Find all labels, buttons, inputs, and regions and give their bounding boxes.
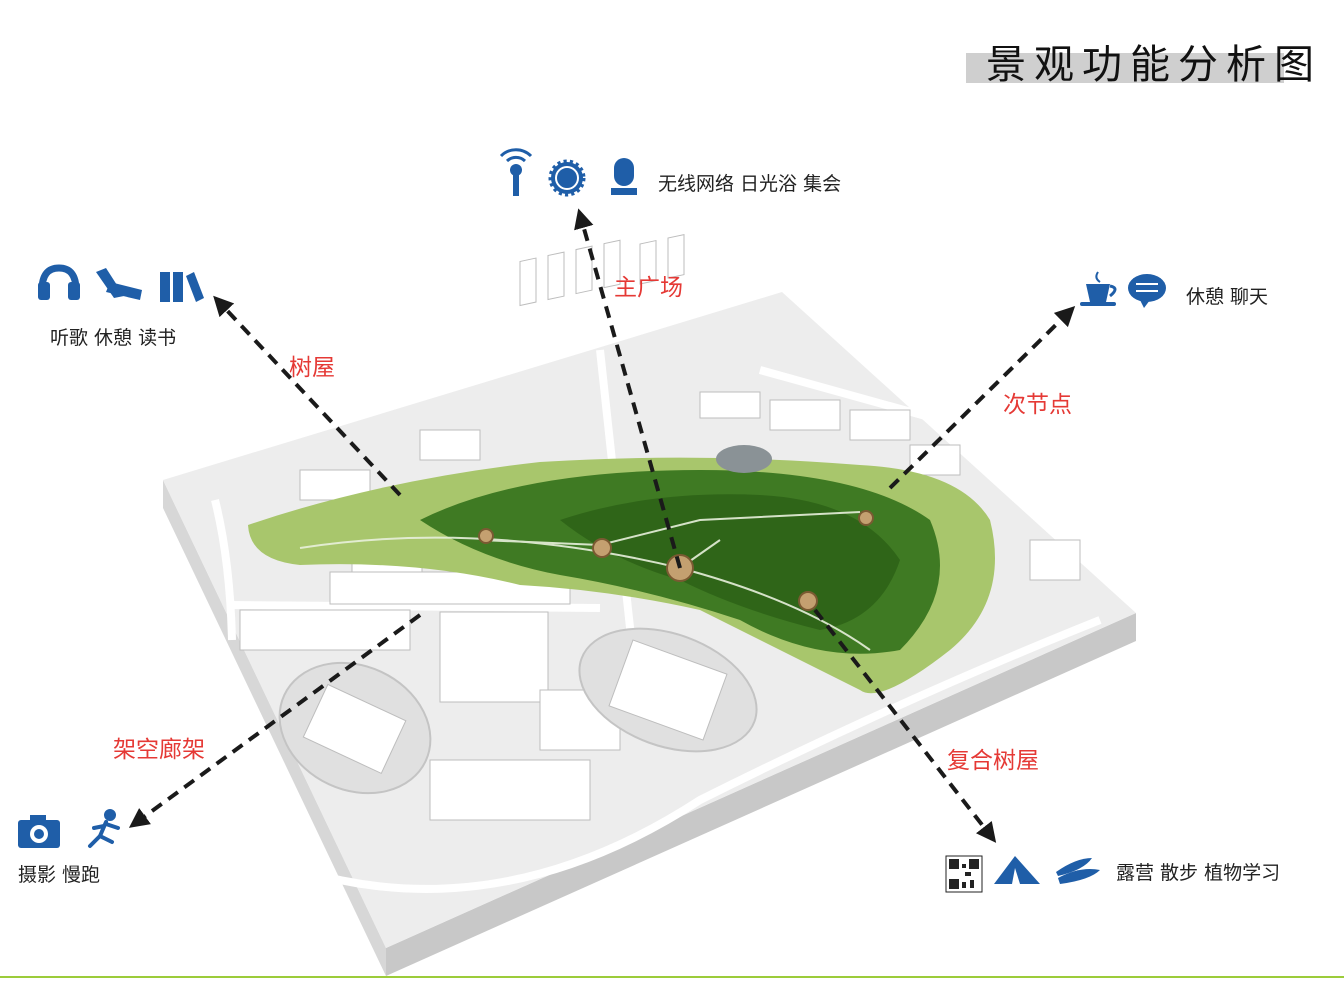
buildings-north	[299, 234, 1081, 581]
footprints-icon	[1056, 858, 1100, 884]
wifi-antenna-icon	[499, 148, 533, 196]
microphone-icon	[611, 158, 637, 195]
page-title: 景观功能分析图	[986, 42, 1322, 88]
title-underbar	[966, 53, 1284, 83]
top-right-feature-label: 休憩 聊天	[1186, 286, 1269, 308]
arrow-main-plaza	[574, 208, 682, 569]
bottom-left-feature-label: 摄影 慢跑	[18, 864, 101, 886]
top-feature-label: 无线网络 日光浴 集会	[658, 173, 842, 195]
sports-field-right	[578, 627, 758, 753]
arrow-compound-tree-house	[813, 608, 997, 843]
books-icon	[160, 272, 204, 302]
tree-house-nodes	[478, 510, 874, 611]
zone-compound-tree-house-label: 复合树屋	[947, 748, 1039, 774]
footer-accent-line	[0, 976, 1344, 978]
lounge-chair-icon	[96, 268, 142, 300]
runner-icon	[88, 809, 120, 848]
sports-field-left	[278, 661, 432, 795]
sun-icon	[548, 159, 586, 197]
bottom-right-feature-label: 露营 散步 植物学习	[1116, 862, 1281, 884]
zone-sub-node-label: 次节点	[1003, 392, 1072, 418]
zone-tree-house-label: 树屋	[289, 355, 335, 381]
zone-main-plaza-label: 主广场	[614, 275, 683, 301]
coffee-cup-icon	[1080, 271, 1117, 306]
camera-icon	[18, 815, 60, 848]
tent-icon	[994, 856, 1040, 884]
axis-arrows	[128, 208, 1076, 843]
pond	[716, 445, 772, 473]
arrow-tree-house	[213, 295, 402, 497]
zone-elevated-corridor-label: 架空廊架	[113, 737, 205, 763]
headphones-icon	[38, 264, 80, 300]
title-banner: 景观功能分析图	[966, 26, 1314, 88]
qr-code-icon	[945, 855, 983, 893]
arrow-sub-node	[888, 305, 1076, 490]
chat-bubble-icon	[1128, 274, 1166, 308]
buildings-south	[239, 547, 621, 821]
top-left-feature-label: 听歌 休憩 读书	[50, 327, 177, 349]
